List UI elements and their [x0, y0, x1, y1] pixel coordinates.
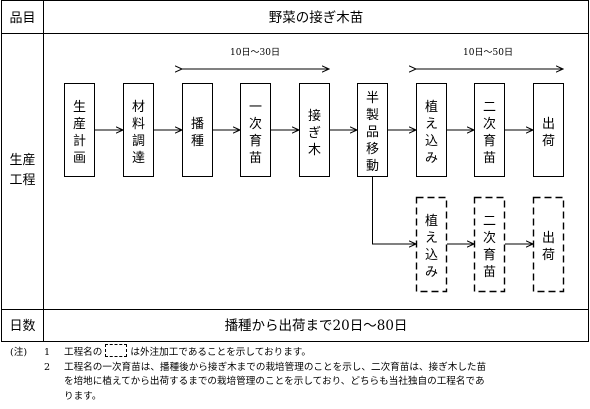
step-sowing-char: 種 — [191, 133, 204, 149]
step-grafting-char: 木 — [308, 143, 321, 158]
step-secondary-seedling-char: 育 — [483, 133, 496, 149]
step-grafting-char: 接 — [308, 108, 321, 124]
step-primary-seedling-char: 一 — [249, 100, 262, 115]
duration-first: 10日～30日 — [182, 47, 329, 69]
days-label: 日数 — [9, 319, 35, 334]
header-label: 品目 — [9, 11, 35, 26]
process-diagram: 品目 野菜の接ぎ木苗 生産 工程 日数 播種から出荷まで20日～80日 10日～… — [1, 0, 589, 342]
step-ext-secondary-seedling-char: 次 — [483, 230, 496, 246]
step-secondary-seedling-char: 次 — [483, 116, 496, 132]
step-transfer-char: 品 — [366, 125, 379, 140]
step-secondary-seedling-box — [474, 83, 505, 177]
duration-second: 10日～50日 — [416, 47, 563, 69]
step-grafting-char: ぎ — [308, 126, 321, 141]
step-ext-shipping-box — [532, 196, 565, 293]
step-primary-seedling-box — [240, 83, 271, 177]
step-planting-char: み — [425, 151, 438, 166]
step-transfer-char: 移 — [366, 142, 379, 157]
step-materials-char: 料 — [132, 117, 145, 132]
product-title: 野菜の接ぎ木苗 — [269, 9, 364, 26]
step-materials-char: 調 — [132, 134, 145, 149]
step-production-plan-char: 産 — [73, 116, 86, 132]
step-production-plan-char: 画 — [73, 151, 86, 166]
footnote-2-line3: ります。 — [64, 390, 102, 402]
footnote-1-before: 工程名の — [64, 347, 103, 358]
step-grafting-box — [299, 83, 330, 177]
footnote-2: 2 工程名の一次育苗は、播種後から接ぎ木までの栽培管理のことを示し、二次育苗は、接… — [10, 361, 588, 376]
duration-second-label: 10日～50日 — [463, 47, 513, 58]
step-shipping-box — [533, 83, 564, 177]
step-planting-char: 植 — [425, 100, 438, 115]
step-ext-planting-char: え — [425, 231, 438, 246]
step-transfer-box — [357, 83, 388, 177]
step-production-plan-char: 計 — [73, 133, 86, 149]
footnotes: (注) 1 工程名の は外注加工であることを示しております。 2 工程名の一次育苗は、播… — [10, 344, 588, 404]
step-primary-seedling-char: 育 — [249, 133, 262, 149]
footnote-2-line2: を培地に植えてから出荷するまでの栽培管理のことを示しており、どちらも当社独自の工… — [64, 376, 485, 387]
step-materials-char: 達 — [132, 151, 145, 166]
step-ext-secondary-seedling-char: 育 — [483, 247, 496, 263]
step-production-plan-char: 生 — [73, 100, 86, 115]
step-sowing-char: 播 — [191, 117, 204, 132]
step-production-plan-box — [64, 83, 95, 177]
table-border — [1, 0, 589, 342]
step-ext-planting-char: み — [425, 265, 438, 280]
days-value: 播種から出荷まで20日～80日 — [225, 318, 408, 334]
footnote-number: 1 — [44, 347, 51, 358]
step-ext-planting-char: 植 — [425, 214, 438, 229]
step-ext-shipping-char: 荷 — [542, 248, 555, 263]
row-label-line2: 工程 — [9, 173, 35, 188]
step-shipping-char: 出 — [542, 117, 555, 132]
step-transfer-char: 製 — [366, 108, 379, 123]
step-transfer-char: 動 — [366, 159, 379, 174]
step-ext-secondary-seedling-char: 苗 — [483, 265, 496, 280]
step-primary-seedling-char: 苗 — [249, 151, 262, 166]
step-materials-char: 材 — [132, 100, 145, 115]
duration-first-label: 10日～30日 — [230, 47, 280, 58]
footnote-1: (注) 1 工程名の は外注加工であることを示しております。 — [10, 344, 588, 361]
step-planting-char: え — [425, 117, 438, 132]
step-ext-secondary-seedling-box — [473, 196, 506, 293]
footnote-mark: (注) — [10, 347, 28, 358]
step-ext-shipping-char: 出 — [542, 231, 555, 246]
footnote-1-after: は外注加工であることを示しております。 — [130, 347, 312, 358]
step-primary-seedling-char: 次 — [249, 116, 262, 132]
arrow-transfer-to-ext-planting — [372, 177, 417, 244]
step-ext-planting-char: 込 — [425, 248, 438, 263]
step-planting-char: 込 — [425, 134, 438, 149]
step-shipping-char: 荷 — [542, 134, 555, 149]
step-ext-planting-box — [415, 196, 448, 293]
step-transfer-char: 半 — [366, 91, 379, 106]
table-frame — [1, 0, 589, 342]
footnote-number: 2 — [44, 361, 51, 373]
row-label-line1: 生産 — [9, 152, 35, 168]
step-planting-box — [416, 83, 447, 177]
step-secondary-seedling-char: 苗 — [483, 151, 496, 166]
step-secondary-seedling-char: 二 — [483, 100, 496, 115]
footnote-2-line1: 工程名の一次育苗は、播種後から接ぎ木までの栽培管理のことを示し、二次育苗は、接ぎ… — [64, 361, 487, 373]
step-ext-secondary-seedling-char: 二 — [483, 214, 496, 229]
dashed-box-sample — [105, 344, 128, 357]
